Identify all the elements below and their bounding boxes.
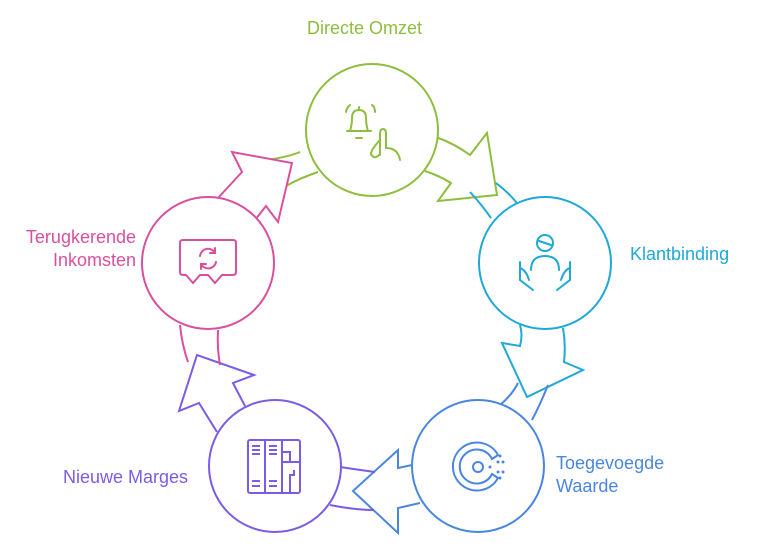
recurring-chat-icon [179, 239, 237, 285]
node-terugkerende-inkomsten [141, 196, 275, 330]
label-klantbinding: Klantbinding [630, 244, 730, 264]
label-terugkerende-inkomsten: Terugkerende Inkomsten [26, 226, 136, 272]
label-line: Waarde [556, 476, 619, 496]
label-directe-omzet: Directe Omzet [307, 18, 423, 38]
label-nieuwe-marges: Nieuwe Marges [63, 467, 189, 487]
node-directe-omzet [305, 63, 439, 197]
bell-hand-icon [345, 104, 401, 161]
label-line: Inkomsten [52, 250, 136, 270]
value-ring-icon [451, 441, 505, 492]
node-klantbinding [478, 196, 612, 330]
label-toegevoegde-waarde: Toegevoegde Waarde [556, 452, 664, 498]
label-line: Toegevoegde [556, 453, 665, 473]
person-hands-icon [519, 234, 571, 291]
shelves-icon [247, 439, 301, 494]
label-line: Terugkerende [25, 227, 136, 247]
arrow-blue [351, 382, 549, 536]
node-toegevoegde-waarde [411, 399, 545, 533]
node-nieuwe-marges [208, 399, 342, 533]
